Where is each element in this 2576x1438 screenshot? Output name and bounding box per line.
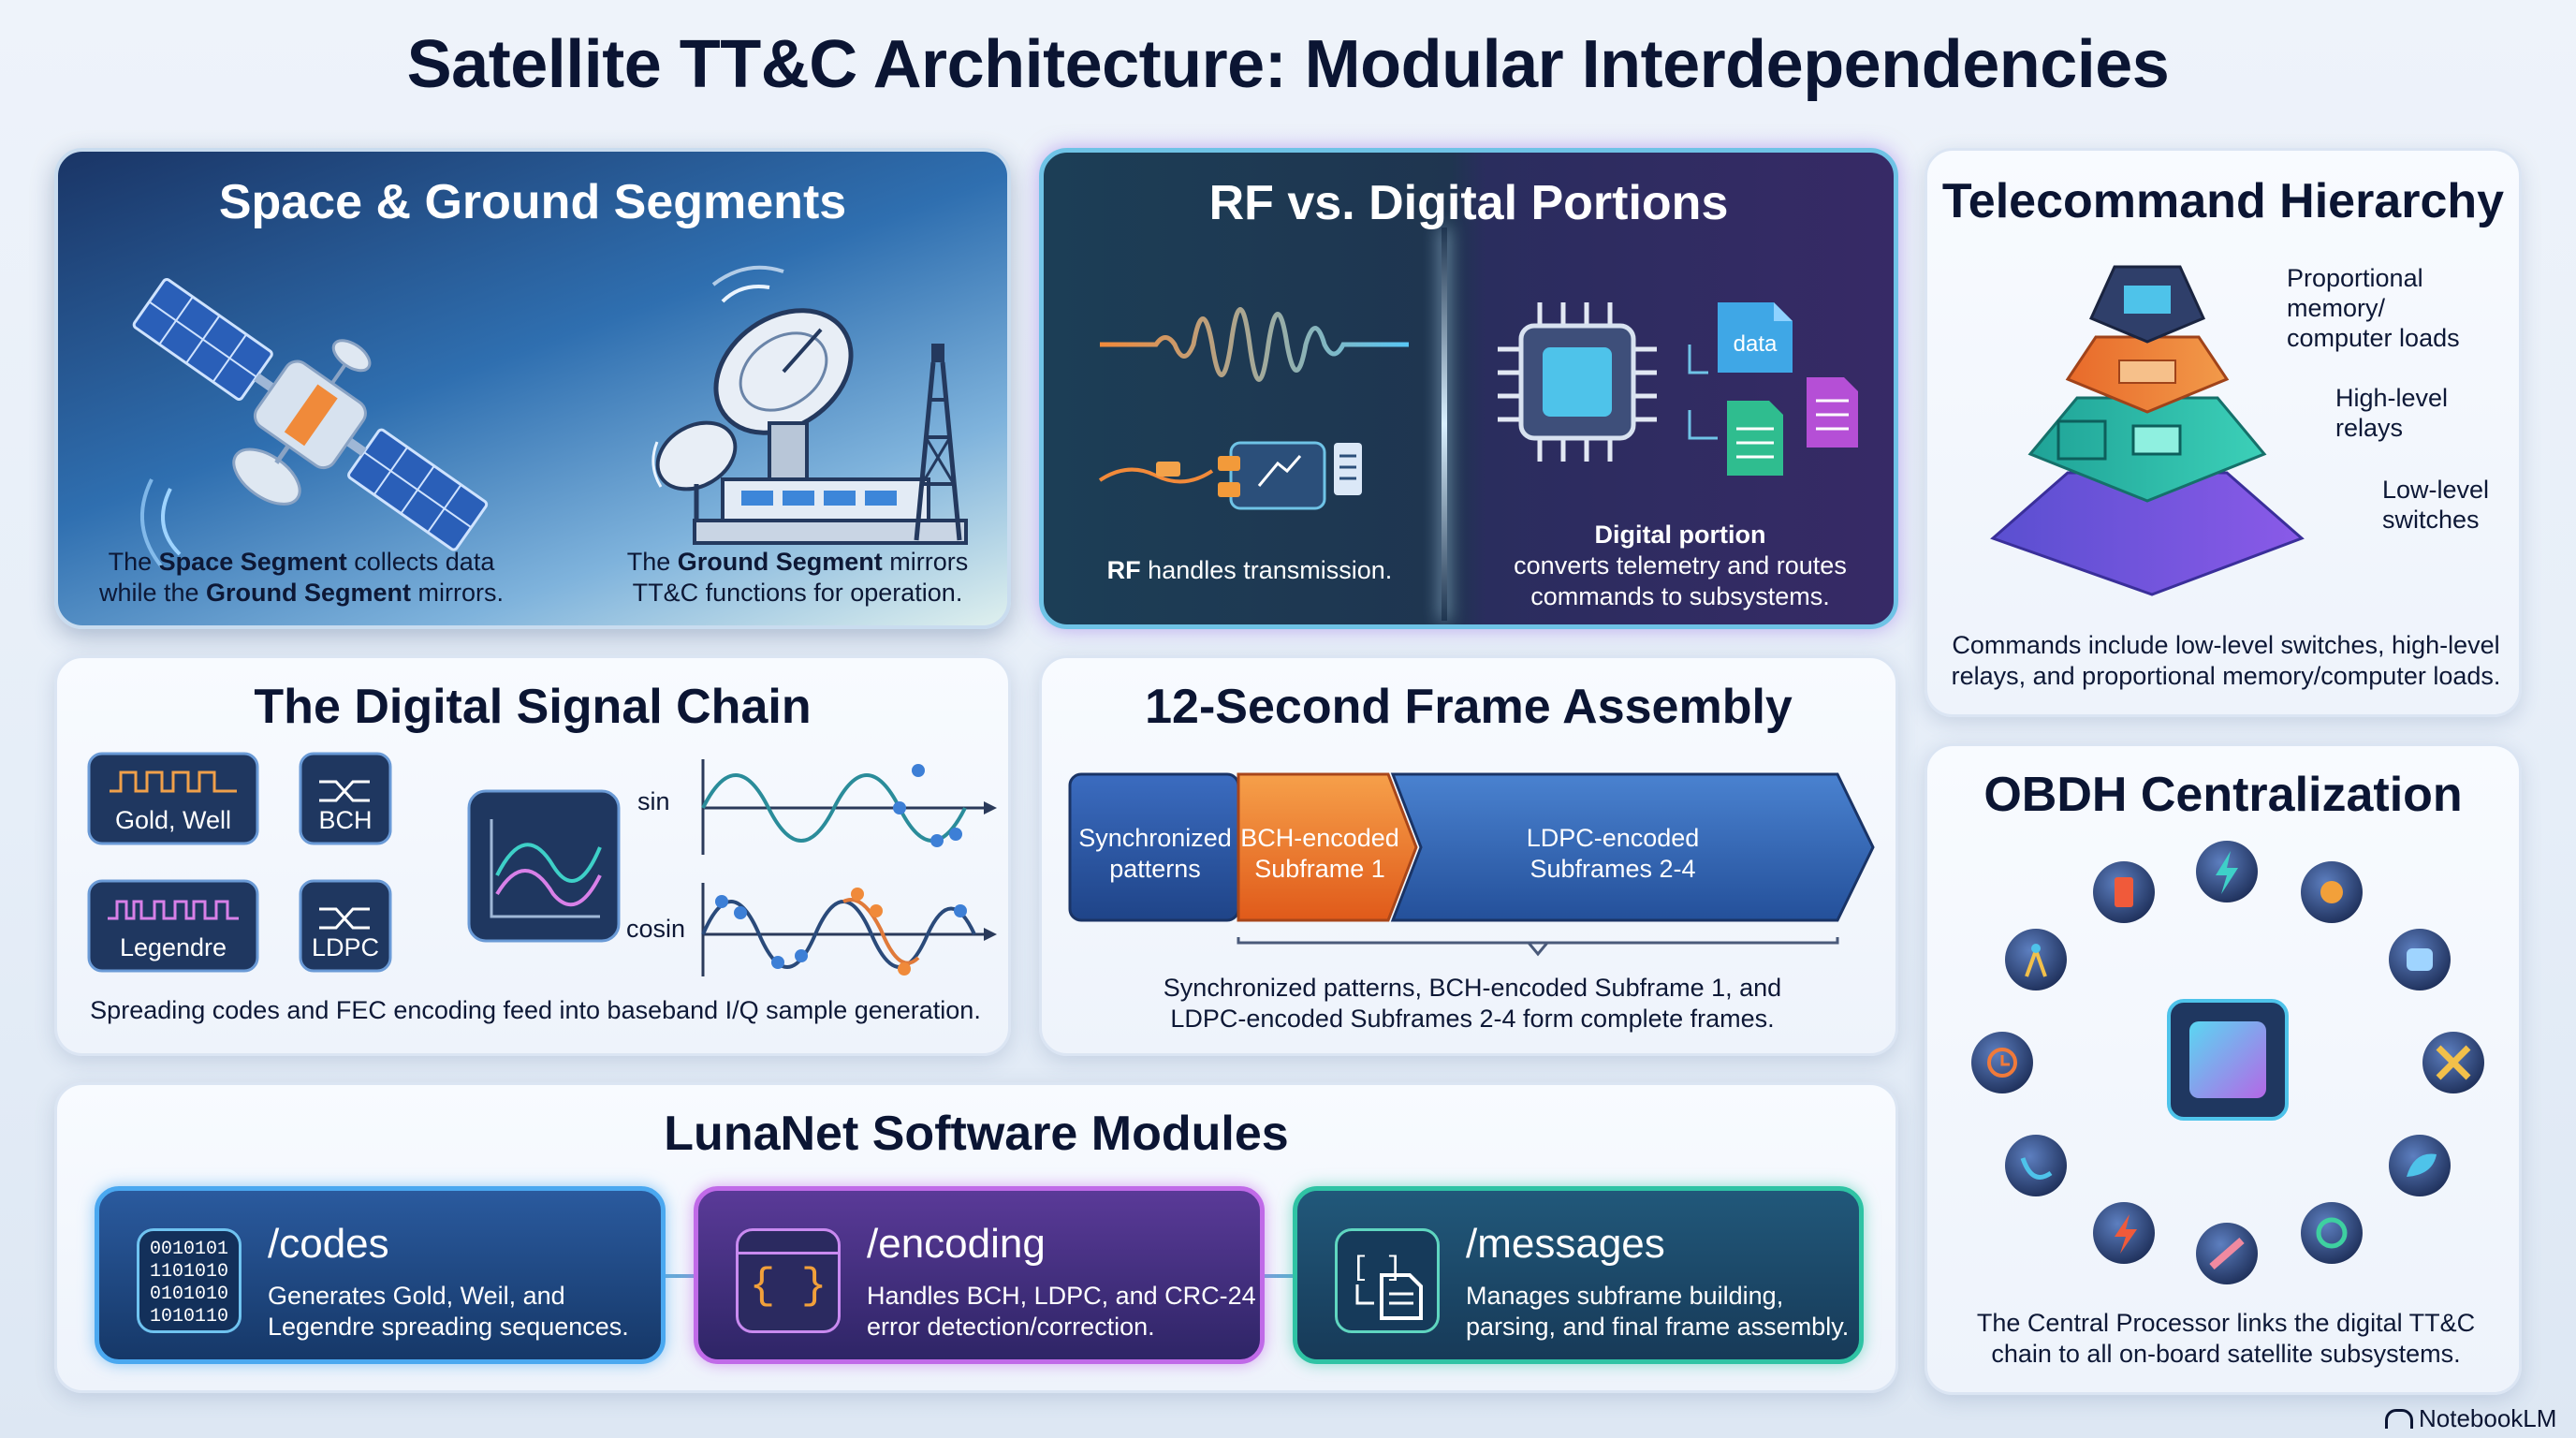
cpu-chip-icon — [1498, 302, 1657, 462]
obdh-diagram — [1971, 841, 2484, 1284]
iq-waves: sin cosin — [626, 759, 997, 976]
satellite-icon — [132, 278, 489, 570]
module-desc: Generates Gold, Weil, and Legendre sprea… — [268, 1282, 629, 1341]
notebooklm-icon — [2385, 1409, 2413, 1429]
code-chips: Gold, Well BCH Legendre LDPC — [87, 752, 392, 973]
panel-title: OBDH Centralization — [1983, 768, 2463, 822]
ground-station-dish-icon — [651, 265, 968, 545]
braces-window-icon: { } — [736, 1228, 841, 1333]
frame-sync-label: Synchronized patterns — [1078, 824, 1232, 883]
tower-icon — [914, 344, 962, 541]
sin-label: sin — [637, 787, 670, 815]
power-bolt-icon — [2196, 841, 2258, 902]
payload-icon — [2196, 1223, 2258, 1284]
iq-generator-icon — [467, 789, 621, 943]
lunanet-panel: LunaNet Software Modules 0010101 1101010… — [54, 1082, 1898, 1393]
tc-level-memory: Proportional memory/ computer loads — [2287, 264, 2460, 352]
dish-icon — [2005, 1135, 2067, 1196]
message-docs-icon: [ ] — [1335, 1228, 1440, 1333]
module-messages[interactable]: [ ] /messages Manages subframe building,… — [1293, 1186, 1864, 1364]
frame-caption: Synchronized patterns, BCH-encoded Subfr… — [1163, 974, 1782, 1033]
space-segment-caption: The Space Segment collects data while th… — [98, 548, 505, 607]
ground-segment-caption: The Ground Segment mirrors TT&C function… — [626, 548, 969, 607]
pyramid-stack-icon — [1990, 265, 2305, 596]
data-doc-label: data — [1734, 331, 1778, 357]
module-name: /encoding — [867, 1221, 1046, 1267]
tc-level-relays: High-level relays — [2335, 384, 2449, 442]
space-ground-panel: Space & Ground Segments — [54, 148, 1011, 629]
module-name: /codes — [268, 1221, 389, 1267]
telecommand-panel: Telecommand Hierarchy Proportional memor… — [1925, 148, 2522, 717]
signal-chain-caption: Spreading codes and FEC encoding feed in… — [90, 996, 981, 1024]
svg-text:[ ]: [ ] — [1352, 1253, 1402, 1284]
tc-level-switches: Low-level switches — [2382, 476, 2490, 534]
panel-title: Space & Ground Segments — [218, 175, 847, 229]
battery-icon — [2093, 861, 2155, 923]
bch-chip — [299, 752, 392, 845]
page-title: Satellite TT&C Architecture: Modular Int… — [406, 27, 2170, 102]
telecommand-caption: Commands include low-level switches, hig… — [1951, 631, 2501, 690]
antenna-icon — [2005, 929, 2067, 990]
module-desc: Handles BCH, LDPC, and CRC-24 error dete… — [867, 1282, 1256, 1341]
module-codes[interactable]: 0010101 1101010 0101010 1010110 /codes G… — [95, 1186, 666, 1364]
sun-sensor-icon — [2301, 861, 2363, 923]
data-document-icon: data — [1688, 302, 1858, 476]
panel-title: The Digital Signal Chain — [254, 680, 812, 734]
rf-waveform-icon — [1100, 307, 1409, 382]
binary-code-icon: 0010101 1101010 0101010 1010110 — [137, 1228, 242, 1333]
frame-ldpc-label: LDPC-encoded Subframes 2-4 — [1526, 824, 1700, 883]
panel-title: 12-Second Frame Assembly — [1145, 680, 1793, 734]
ldpc-chip — [299, 879, 392, 973]
signal-chain-panel: The Digital Signal Chain Gold, Well BCH … — [54, 655, 1011, 1056]
rf-module-icon — [1098, 441, 1362, 510]
module-encoding[interactable]: { } /encoding Handles BCH, LDPC, and CRC… — [694, 1186, 1265, 1364]
frame-seg-bch — [1237, 772, 1418, 922]
frame-assembly-panel: 12-Second Frame Assembly Synchronized pa… — [1039, 655, 1898, 1056]
code-gold-weil: Gold, Well — [115, 806, 231, 834]
module-name: /messages — [1466, 1221, 1665, 1267]
obdh-panel: OBDH Centralization The Central Processo… — [1925, 743, 2522, 1395]
panel-title: RF vs. Digital Portions — [1208, 176, 1729, 230]
tools-icon — [2422, 1032, 2484, 1093]
code-ldpc: LDPC — [312, 933, 379, 961]
lightning-icon — [2093, 1202, 2155, 1264]
obdh-caption: The Central Processor links the digital … — [1976, 1309, 2476, 1368]
rf-digital-panel: RF vs. Digital Portions data — [1039, 148, 1898, 629]
rf-digital-divider — [1442, 227, 1447, 621]
panel-title: Telecommand Hierarchy — [1941, 174, 2505, 228]
frame-seg-ldpc — [1390, 772, 1875, 922]
subsystem-ring — [1971, 841, 2484, 1284]
brand-watermark: NotebookLM — [2385, 1404, 2556, 1433]
code-bch: BCH — [318, 806, 372, 834]
clock-icon — [1971, 1032, 2033, 1093]
rf-caption: RF handles transmission. — [1106, 556, 1393, 584]
frame-bch-label: BCH-encoded Subframe 1 — [1240, 824, 1399, 883]
thermal-icon — [2389, 929, 2451, 990]
gyro-icon — [2301, 1202, 2363, 1264]
code-legendre: Legendre — [120, 933, 227, 961]
panel-title: LunaNet Software Modules — [664, 1107, 1289, 1161]
propulsion-icon — [2389, 1135, 2451, 1196]
module-desc: Manages subframe building, parsing, and … — [1466, 1282, 1850, 1341]
cosin-label: cosin — [626, 915, 685, 943]
frame-bar — [1068, 772, 1875, 957]
